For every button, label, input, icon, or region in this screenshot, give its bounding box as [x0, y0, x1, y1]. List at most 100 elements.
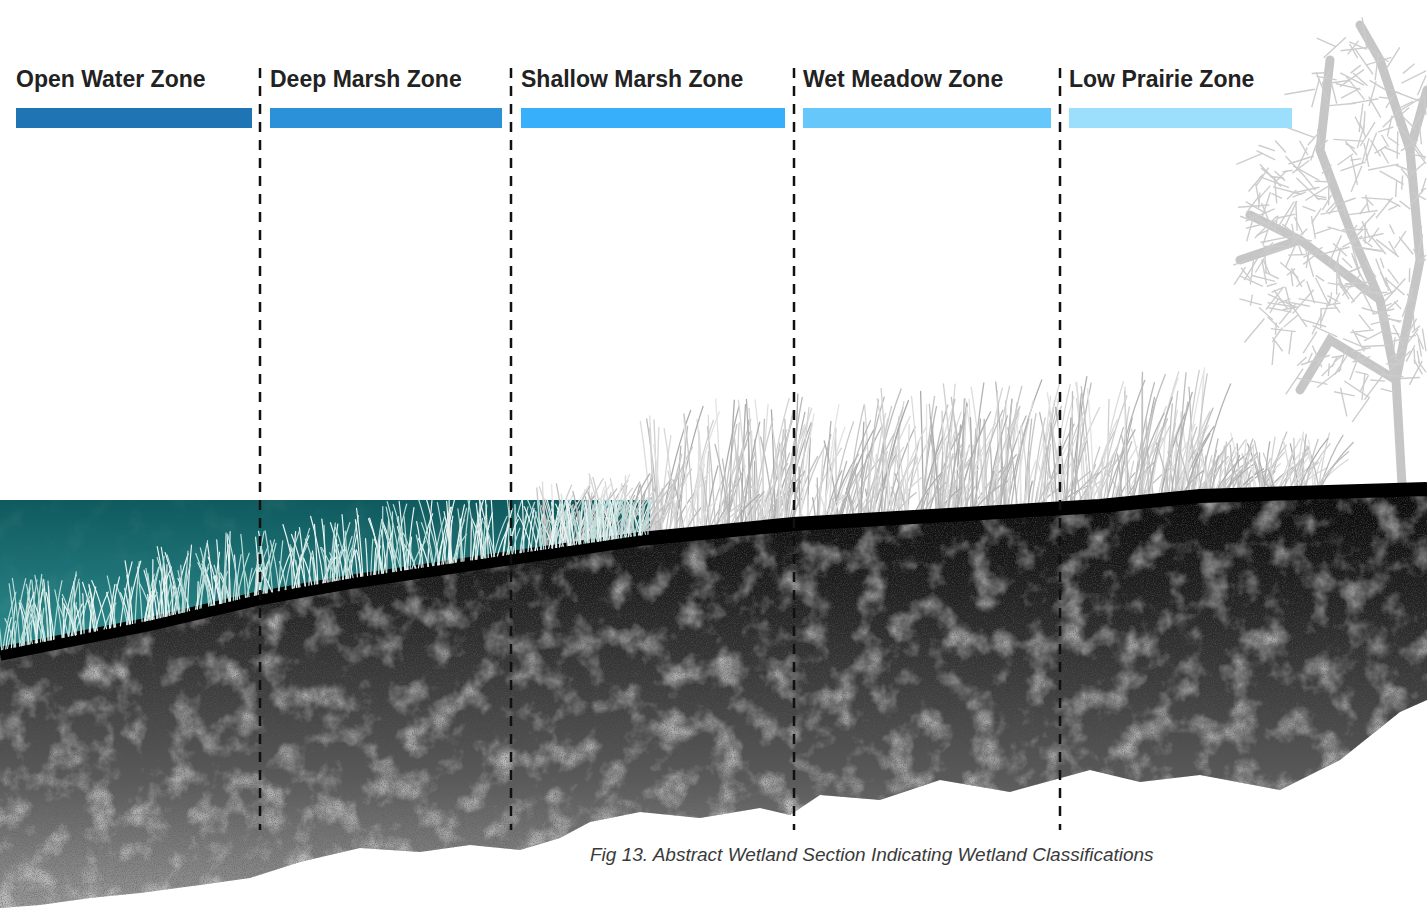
zone-divider — [259, 68, 262, 830]
grass-blade — [434, 517, 445, 565]
grass-blade — [995, 419, 1001, 510]
tree-twig — [1273, 187, 1302, 195]
grass-blade — [824, 405, 839, 521]
grass-blade — [687, 412, 719, 532]
grass-blade — [421, 523, 432, 566]
grass-blade — [627, 479, 652, 539]
tree-twig — [1371, 320, 1389, 325]
tree-twig — [1409, 268, 1411, 282]
tree-twig — [1387, 199, 1400, 206]
grass-blade — [47, 599, 51, 640]
grass-blade — [116, 584, 127, 624]
tree-twig — [1379, 97, 1393, 99]
tree-twig — [1272, 287, 1285, 292]
tree-twig — [1367, 57, 1392, 65]
zone-band: Deep Marsh Zone — [270, 64, 502, 128]
tree-twig — [1316, 278, 1330, 306]
tree-twig — [1395, 181, 1397, 197]
tree-twig — [1422, 178, 1426, 192]
grass-blade — [387, 535, 401, 570]
tree-twig — [1368, 164, 1399, 170]
grass-blade — [1305, 439, 1318, 490]
tree-twig — [1348, 210, 1378, 214]
grass-blade — [150, 567, 159, 620]
grass-blade — [0, 620, 2, 650]
grass-blade — [503, 509, 512, 556]
grass-blade — [452, 534, 466, 563]
tree-twig — [1284, 127, 1314, 138]
grass-blade — [585, 501, 589, 542]
tree-crown — [1233, 17, 1426, 422]
tree-twig — [1363, 345, 1390, 346]
tree-twig — [1338, 282, 1349, 299]
grass-blade — [159, 556, 164, 618]
tree-twig — [1311, 145, 1316, 161]
tree-twig — [1288, 254, 1305, 256]
tree-twig — [1370, 80, 1388, 90]
grass-blade — [1107, 399, 1109, 503]
tree-twig — [1321, 307, 1338, 309]
tree-twig — [1312, 79, 1320, 108]
grass-blade — [642, 500, 653, 535]
grass-blade — [1253, 446, 1255, 492]
tree-twig — [1366, 262, 1376, 277]
grass-blade — [730, 465, 737, 528]
tree-twig — [1345, 141, 1357, 155]
tree-twig — [1342, 266, 1361, 275]
tree-twig — [1284, 315, 1299, 327]
grass-blade — [419, 500, 434, 566]
tree-twig — [1352, 329, 1364, 351]
grass-blade — [325, 545, 339, 583]
grass-blade — [772, 427, 782, 523]
grass-blade — [120, 593, 129, 624]
tree-twig — [1333, 139, 1363, 141]
grass-blade — [260, 541, 267, 593]
grass-blade — [1318, 433, 1329, 490]
grass-blade — [1043, 401, 1055, 508]
tree-twig — [1384, 47, 1399, 71]
tree-twig — [1319, 140, 1327, 147]
grass-blade — [674, 406, 703, 533]
tree-twig — [1346, 231, 1355, 251]
tree-twig — [1382, 135, 1389, 147]
grass-blade — [175, 587, 181, 614]
grass-blade — [125, 561, 132, 624]
tree-twig — [1251, 275, 1275, 281]
grass-blade — [738, 400, 747, 526]
grass-blade — [540, 505, 553, 550]
grass-blade — [167, 555, 180, 613]
zone-dividers — [260, 68, 1060, 830]
tree-twig — [1342, 202, 1346, 217]
tree-twig — [1357, 247, 1382, 252]
zone-color-bar — [803, 108, 1051, 128]
tree-twig — [1362, 17, 1366, 47]
tree-twig — [1423, 91, 1426, 115]
tree-twig — [1382, 300, 1398, 313]
tree-twig — [1422, 329, 1426, 351]
grass-blade — [81, 591, 90, 634]
tree-twig — [1330, 81, 1349, 83]
grass-blade — [684, 414, 694, 531]
grass-blade — [83, 594, 84, 634]
grass-blade — [1185, 434, 1210, 496]
tree-twig — [1396, 131, 1398, 158]
tree-twig — [1297, 242, 1302, 256]
grass-blade — [1246, 454, 1257, 492]
grass-blade — [312, 551, 316, 584]
grass-blade — [970, 418, 973, 512]
grass-blade — [171, 582, 179, 613]
grass-blade — [1097, 382, 1123, 504]
tree-twig — [1312, 72, 1325, 74]
tree-twig — [1406, 345, 1415, 361]
grass-blade — [64, 604, 76, 635]
tree-twig — [1270, 299, 1278, 313]
tree-twig — [1378, 127, 1393, 132]
zone-band: Wet Meadow Zone — [803, 64, 1051, 128]
tree-twig — [1413, 348, 1415, 364]
tree-twig — [1353, 73, 1368, 86]
grass-blade — [1156, 443, 1169, 498]
tree-twig — [1244, 258, 1258, 280]
grass-blade — [182, 567, 187, 612]
grass-blade — [366, 539, 368, 576]
tree-twig — [1282, 170, 1292, 172]
